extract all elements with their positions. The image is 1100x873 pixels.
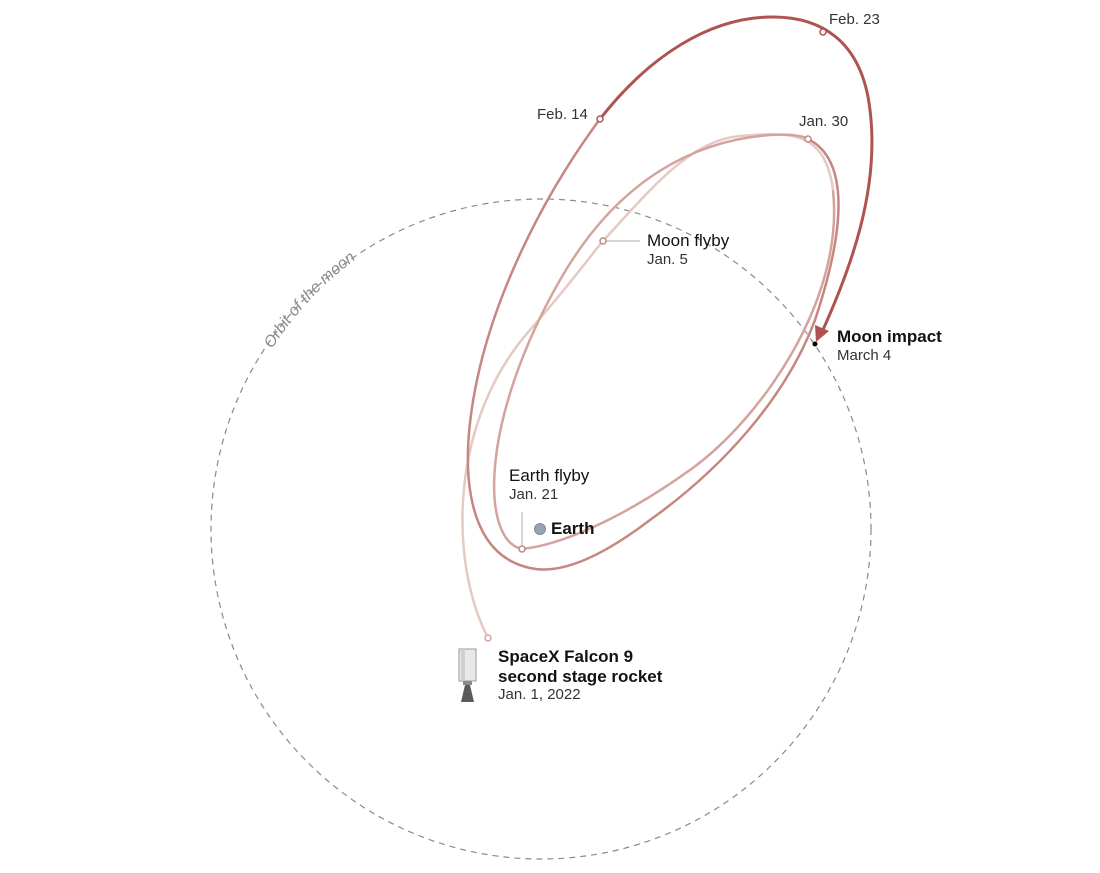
impact-dot <box>812 341 818 347</box>
feb23-label: Feb. 23 <box>829 11 880 28</box>
feb23-marker <box>819 28 827 36</box>
earth-name: Earth <box>551 519 595 538</box>
trajectory-segment-final <box>598 15 874 333</box>
moon-flyby-name: Moon flyby <box>647 231 730 250</box>
moon-flyby-date: Jan. 5 <box>647 250 688 268</box>
earth-flyby-label: Earth flyby Jan. 21 <box>509 466 589 503</box>
earth-icon <box>534 523 546 535</box>
impact-arrowhead <box>815 325 829 342</box>
moon-flyby-marker <box>599 237 607 245</box>
trajectory-segment-late <box>466 118 840 571</box>
launch-marker <box>484 634 492 642</box>
jan30-label: Jan. 30 <box>799 113 849 130</box>
earth-flyby-marker <box>518 545 526 553</box>
moon-impact-name: Moon impact <box>837 327 942 346</box>
moon-orbit-circle <box>210 198 872 860</box>
moon-impact-date: March 4 <box>837 346 892 364</box>
orbit-moon-label: Orbit of the moon <box>261 249 358 352</box>
rocket-icon <box>458 648 477 702</box>
rocket-label: SpaceX Falcon 9 second stage rocket Jan.… <box>498 647 662 703</box>
rocket-line2: second stage rocket <box>498 666 663 686</box>
moon-flyby-label: Moon flyby Jan. 5 <box>647 231 729 268</box>
rocket-line1: SpaceX Falcon 9 <box>498 647 634 666</box>
feb14-label: Feb. 14 <box>537 106 588 123</box>
jan30-marker <box>804 135 812 143</box>
moon-impact-label: Moon impact March 4 <box>837 327 942 364</box>
trajectory-segment-mid <box>492 133 836 551</box>
rocket-date: Jan. 1, 2022 <box>498 686 581 704</box>
earth-flyby-name: Earth flyby <box>509 466 590 485</box>
trajectory-segment-early <box>461 133 835 639</box>
earth-label: Earth <box>551 519 594 539</box>
feb14-marker <box>596 115 604 123</box>
earth-flyby-date: Jan. 21 <box>509 485 559 503</box>
